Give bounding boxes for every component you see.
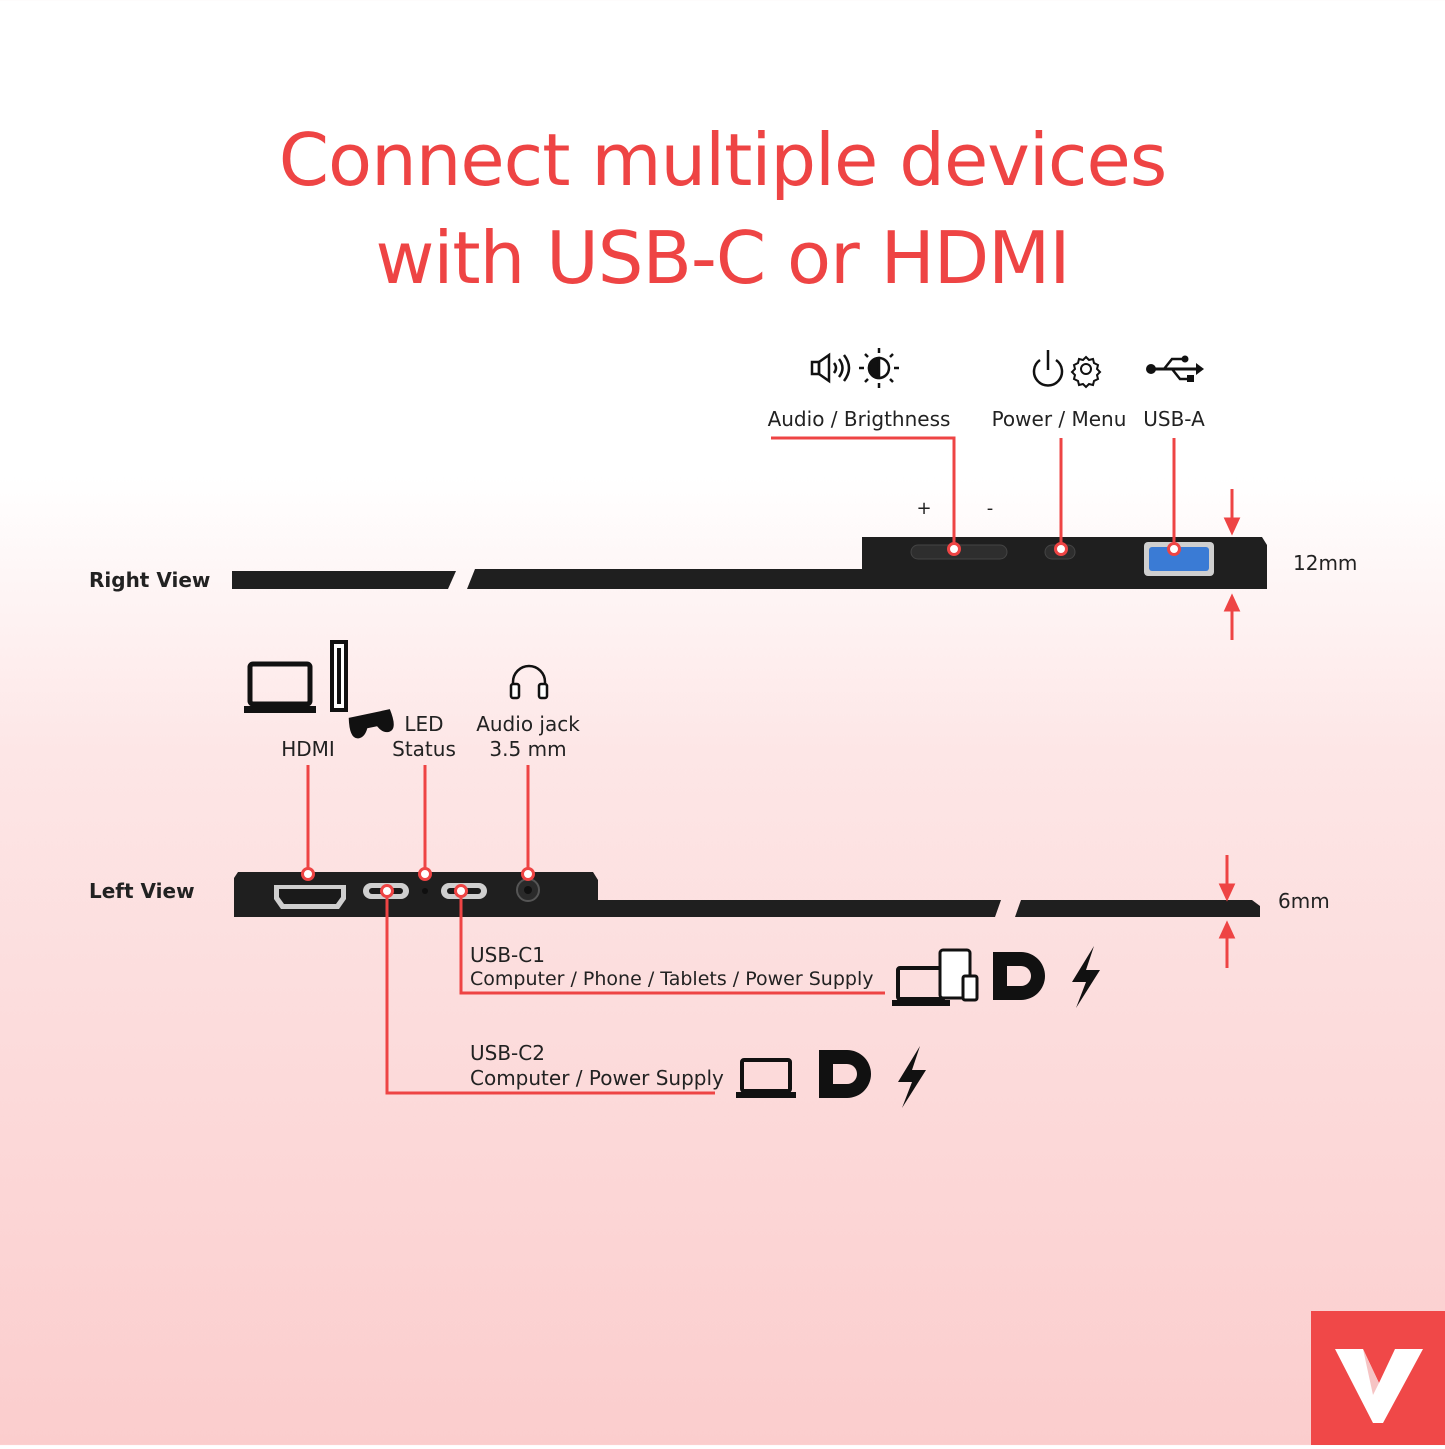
brand-v-logo-icon — [1335, 1349, 1423, 1423]
usb-c2-title: USB-C2 — [470, 1041, 545, 1065]
power-icon — [1032, 350, 1064, 387]
displayport-icon — [819, 1050, 871, 1098]
usb-c1-description: Computer / Phone / Tablets / Power Suppl… — [470, 968, 874, 990]
callout-label-power-menu: Power / Menu — [991, 407, 1127, 431]
callout-label-audio-brightness: Audio / Brigthness — [767, 407, 951, 431]
right-view-label: Right View — [89, 568, 211, 592]
devices-icon — [892, 948, 979, 1006]
usb-c1-title: USB-C1 — [470, 943, 545, 967]
headphones-icon — [509, 664, 549, 700]
callout-line-usb-c2 — [385, 891, 715, 1095]
usb-icon — [1146, 355, 1204, 382]
power-bolt-icon — [1072, 946, 1100, 1008]
usb-c2-description: Computer / Power Supply — [470, 1066, 724, 1090]
thickness-label-6mm: 6mm — [1278, 889, 1330, 913]
callout-label-status: Status — [392, 737, 456, 761]
volume-plus-label: + — [916, 498, 932, 519]
callout-label-usb-a: USB-A — [1143, 407, 1205, 431]
callout-label-audio-jack: Audio jack — [476, 712, 580, 736]
thickness-arrows-12mm — [1223, 489, 1241, 640]
brand-logo — [1311, 1311, 1445, 1445]
callout-line-usb-c1 — [459, 891, 885, 995]
thickness-arrows-6mm — [1218, 855, 1236, 968]
left-view-label: Left View — [89, 879, 195, 903]
right-view-device — [232, 537, 1267, 589]
power-bolt-icon — [898, 1046, 926, 1108]
gamepad-icon — [348, 709, 394, 739]
displayport-icon — [993, 952, 1045, 1000]
callout-label-hdmi: HDMI — [281, 737, 335, 761]
callout-label-led: LED — [404, 712, 444, 736]
brightness-icon — [859, 348, 899, 388]
gear-icon — [1070, 355, 1102, 389]
led-indicator — [422, 888, 428, 894]
laptop-icon — [736, 1058, 796, 1098]
callout-label-audio-size: 3.5 mm — [489, 737, 567, 761]
laptop-icon — [244, 661, 316, 713]
page-title-line1: Connect multiple devices — [278, 118, 1168, 202]
callout-line-audio — [771, 436, 956, 549]
page-title-line2: with USB-C or HDMI — [375, 216, 1070, 300]
left-view-device — [234, 872, 1260, 917]
thickness-label-12mm: 12mm — [1293, 551, 1358, 575]
console-icon — [330, 640, 348, 712]
volume-minus-label: - — [986, 498, 994, 519]
speaker-icon — [810, 352, 851, 384]
